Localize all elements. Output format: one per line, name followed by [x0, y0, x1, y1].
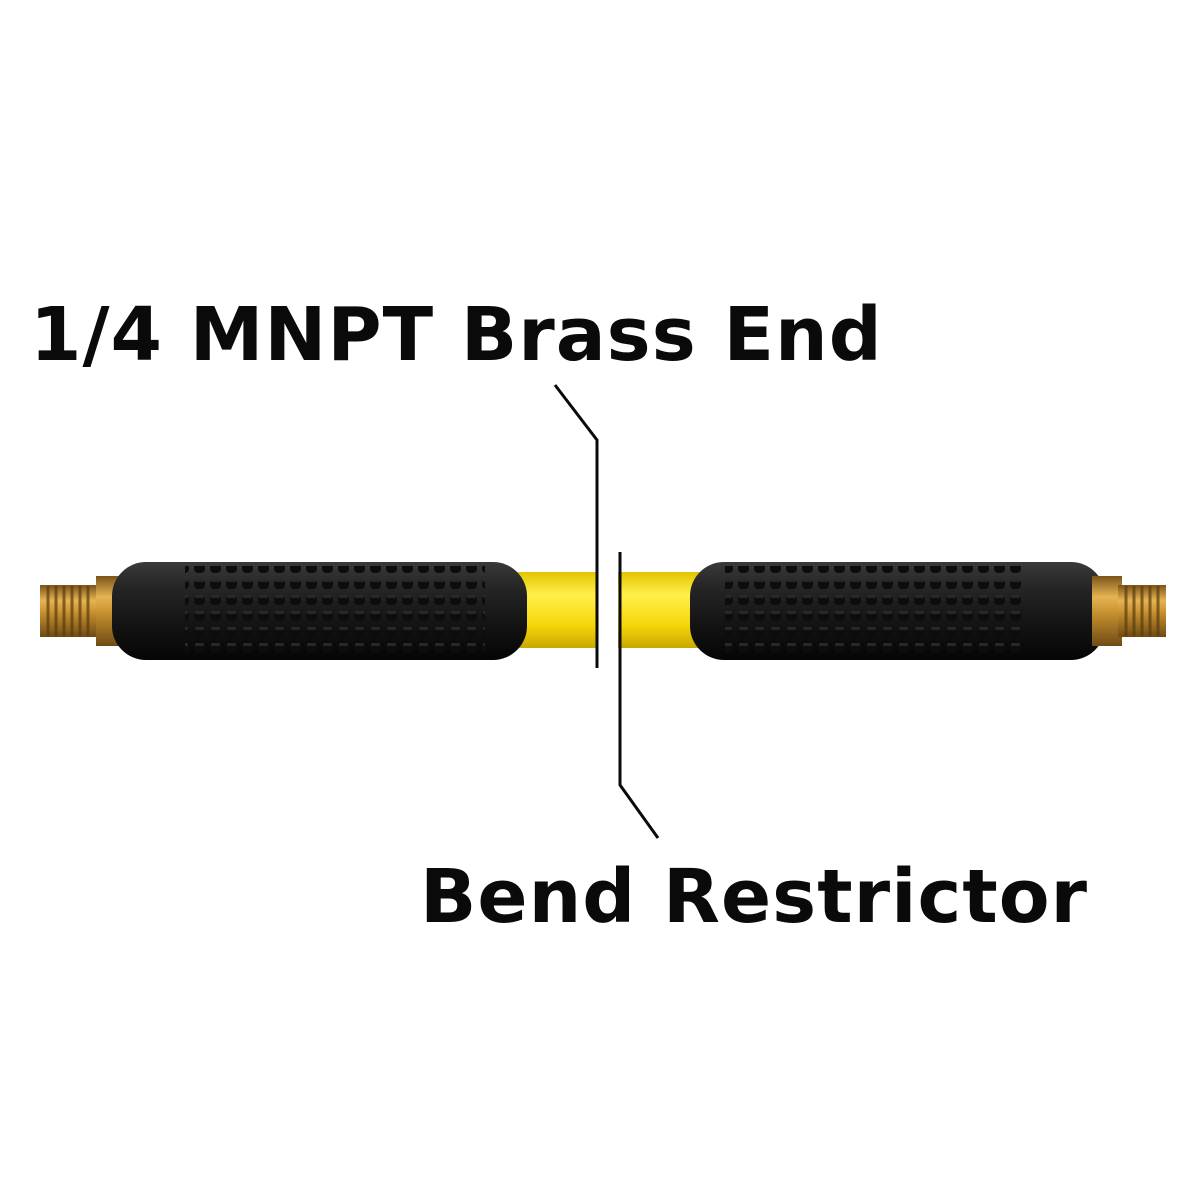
right-bend-restrictor — [690, 562, 1105, 660]
brass-end-label: 1/4 MNPT Brass End — [30, 292, 883, 378]
bend-restrictor-label: Bend Restrictor — [420, 854, 1089, 940]
right-brass-fitting — [1092, 576, 1166, 646]
top-leader-line — [553, 384, 599, 668]
bottom-leader-line — [618, 552, 660, 839]
left-brass-fitting — [40, 576, 126, 646]
left-bend-restrictor — [112, 562, 527, 660]
hose-cut-gap — [598, 555, 618, 665]
